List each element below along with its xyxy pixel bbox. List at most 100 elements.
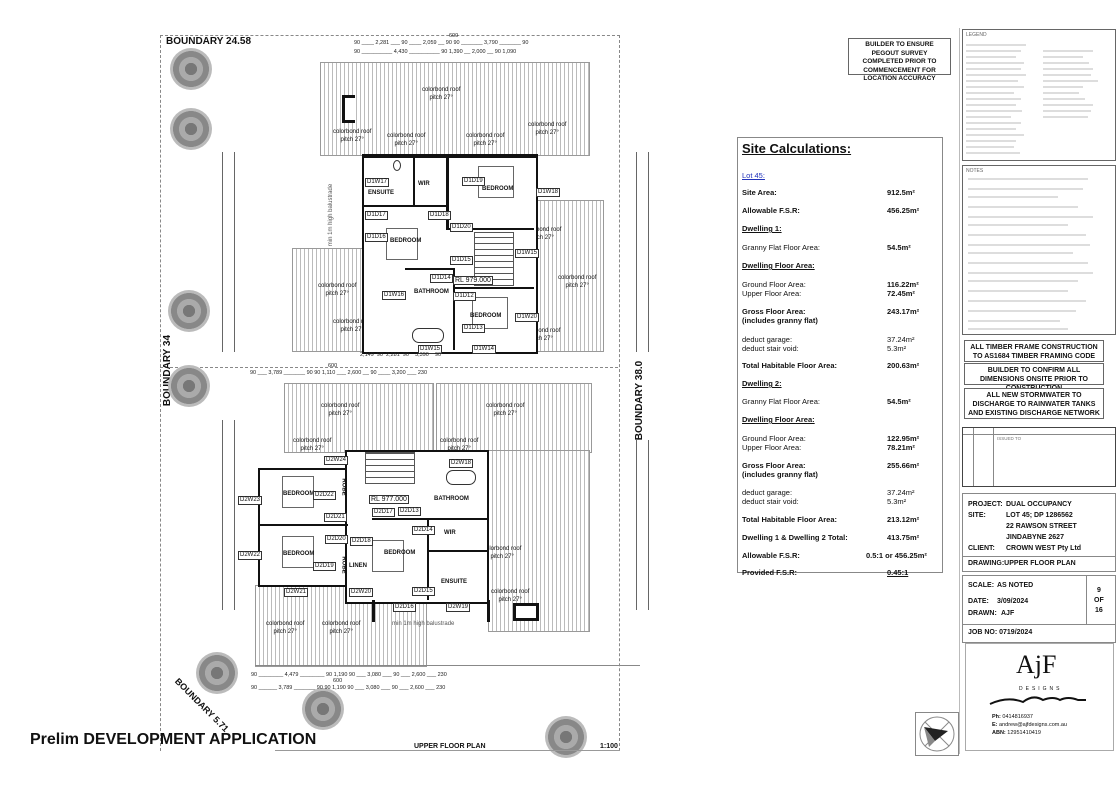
dim-right-line: [636, 152, 637, 352]
scale-label: SCALE:: [968, 582, 995, 589]
room-label: BEDROOM: [283, 491, 315, 497]
date-value: 3/09/2024: [997, 598, 1029, 605]
wall: [362, 205, 448, 207]
site-line: 22 RAWSON STREET: [1006, 523, 1077, 530]
window-tag: D1W20: [515, 313, 540, 322]
bathtub-icon: [412, 328, 444, 343]
lot-link[interactable]: Lot 45:: [742, 171, 765, 180]
tree-icon: [196, 652, 238, 694]
chimney-icon: [513, 603, 539, 621]
window-tag: D2W19: [446, 603, 471, 612]
wall: [446, 154, 449, 230]
sheet-block: SCALE: AS NOTED DATE: 3/09/2024 DRAWN: A…: [962, 575, 1116, 643]
balustrade-note: min 1m high balustrade: [328, 183, 335, 247]
door-tag: D2D13: [398, 507, 421, 516]
north-arrow-icon: [919, 716, 955, 752]
calc-label: deduct garage:: [742, 488, 793, 497]
window-tag: D2W23: [238, 496, 263, 505]
scale-value: AS NOTED: [997, 582, 1034, 589]
room-label: BATHROOM: [434, 496, 469, 502]
title-block-frame: [959, 28, 1117, 754]
calc-label: Upper Floor Area:: [742, 289, 802, 298]
calc-value: 413.75m²: [887, 533, 920, 542]
dim-left-line: [234, 420, 235, 610]
calc-label: Gross Floor Area:: [742, 461, 806, 470]
job-number: JOB NO: 0719/2024: [968, 629, 1033, 636]
company-block: AjF DESIGNS Ph: 0414816937 E: andrew@ajf…: [965, 643, 1114, 751]
toilet-icon: [393, 160, 401, 171]
door-tag: D1D17: [365, 211, 388, 220]
wall: [446, 228, 534, 230]
tree-icon: [170, 48, 212, 90]
door-tag: D1D14: [430, 274, 453, 283]
dim-top-row-2: 90 __________ 4,430 __________ 90 1,390 …: [354, 49, 517, 55]
dwelling1-roof-main: [320, 62, 590, 156]
room-label: ENSUITE: [441, 579, 468, 585]
calc-value: 54.5m²: [887, 243, 911, 252]
calc-label: Ground Floor Area:: [742, 434, 806, 443]
boundary-right-label: BOUNDARY 38.0: [634, 360, 646, 441]
calc-label: Total Habitable Floor Area:: [742, 515, 838, 524]
tree-icon: [170, 108, 212, 150]
chimney-icon: [342, 95, 355, 123]
room-label: BEDROOM: [283, 551, 315, 557]
room-label: WIR: [444, 530, 456, 536]
dim-right-line: [636, 440, 637, 610]
calc-label: Upper Floor Area:: [742, 443, 802, 452]
company-email: E: andrew@ajfdesigns.com.au: [992, 722, 1067, 728]
calc-label: Ground Floor Area:: [742, 280, 806, 289]
bed-icon: [386, 228, 418, 260]
dim-left-line: [222, 420, 223, 610]
stairs: [365, 452, 415, 484]
date-label: DATE:: [968, 598, 989, 605]
window-tag: D1W16: [382, 291, 407, 300]
calc-value: 116.22m²: [887, 280, 919, 289]
calc-value: 37.24m²: [887, 335, 915, 344]
door-tag: D2D19: [313, 562, 336, 571]
dwelling1-roof-left: [292, 248, 368, 352]
calc-value: 200.63m²: [887, 361, 920, 370]
wall: [372, 518, 487, 520]
wall: [413, 154, 415, 206]
door-tag: D2D21: [324, 513, 347, 522]
tree-icon: [302, 688, 344, 730]
calc-heading: Dwelling 1:: [742, 224, 782, 233]
calc-value: 213.12m²: [887, 515, 920, 524]
door-tag: D1D19: [462, 177, 485, 186]
room-label: LINEN: [349, 563, 367, 569]
company-logo: AjF: [1016, 650, 1057, 679]
legend-panel: LEGEND: [962, 29, 1116, 161]
calc-title: Site Calculations:: [742, 141, 852, 156]
calc-label: Granny Flat Floor Area:: [742, 243, 820, 252]
calc-label: Site Area:: [742, 188, 777, 197]
bed-icon: [282, 536, 314, 568]
boundary-divider: [160, 367, 618, 368]
wall: [427, 518, 429, 600]
calc-label: Gross Floor Area:: [742, 307, 806, 316]
room-label: BEDROOM: [482, 186, 514, 192]
sheet-number: 9: [1097, 587, 1101, 594]
door-tag: D2D20: [325, 535, 348, 544]
calc-value: 78.21m²: [887, 443, 915, 452]
drawing-label: UPPER FLOOR PLAN: [414, 743, 486, 750]
dim-d1-bottom: 2,149 90 2,281 90 3,390 90: [360, 352, 442, 358]
calc-sub: (includes granny flat): [742, 316, 818, 325]
door-tag: D1D15: [450, 256, 473, 265]
balustrade-note: min 1m high balustrade: [392, 621, 455, 627]
client-value: CROWN WEST Pty Ltd: [1006, 545, 1082, 552]
door-tag: D2D16: [393, 603, 416, 612]
bed-icon: [472, 297, 508, 329]
dim-bottom-row-2: 90 ______ 3,789 _______ 90 90 1,190 90 _…: [251, 685, 446, 691]
